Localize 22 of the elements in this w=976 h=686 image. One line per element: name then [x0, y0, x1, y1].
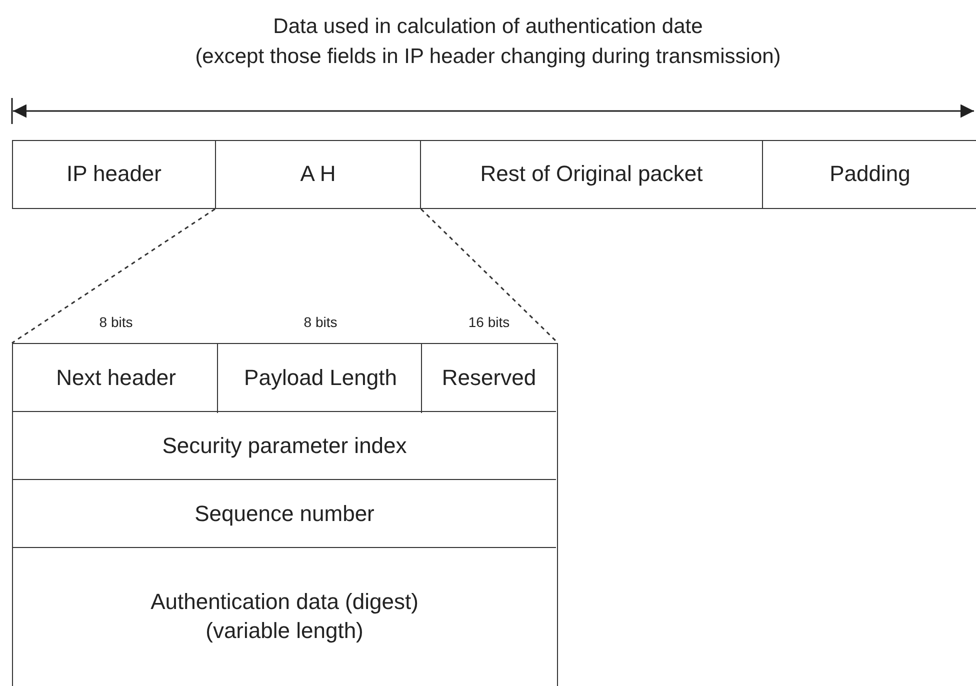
- dotted-line: [12, 208, 216, 344]
- dotted-line: [420, 208, 559, 344]
- heading-text: Data used in calculation of authentication date: [272, 15, 704, 39]
- field-label: Reserved: [442, 364, 536, 392]
- field-label: Padding: [830, 160, 910, 188]
- field-label: Next header: [56, 364, 176, 392]
- field-label: Payload Length: [244, 364, 397, 392]
- field-box: [762, 140, 976, 209]
- field-label: (variable length): [206, 617, 364, 645]
- field-box: [12, 140, 216, 209]
- field-label: A H: [300, 160, 336, 188]
- bit-width-label: 16 bits: [467, 314, 511, 330]
- field-box: [420, 140, 763, 209]
- field-label: Authentication data (digest): [150, 588, 418, 616]
- field-label: Security parameter index: [162, 432, 407, 460]
- field-label: Sequence number: [194, 500, 374, 528]
- field-label: Rest of Original packet: [480, 160, 703, 188]
- field-label: IP header: [66, 160, 162, 188]
- field-box: [215, 140, 421, 209]
- bit-width-label: 8 bits: [98, 314, 134, 330]
- heading-text: (except those fields in IP header changing during transmission): [194, 45, 782, 69]
- bit-width-label: 8 bits: [302, 314, 338, 330]
